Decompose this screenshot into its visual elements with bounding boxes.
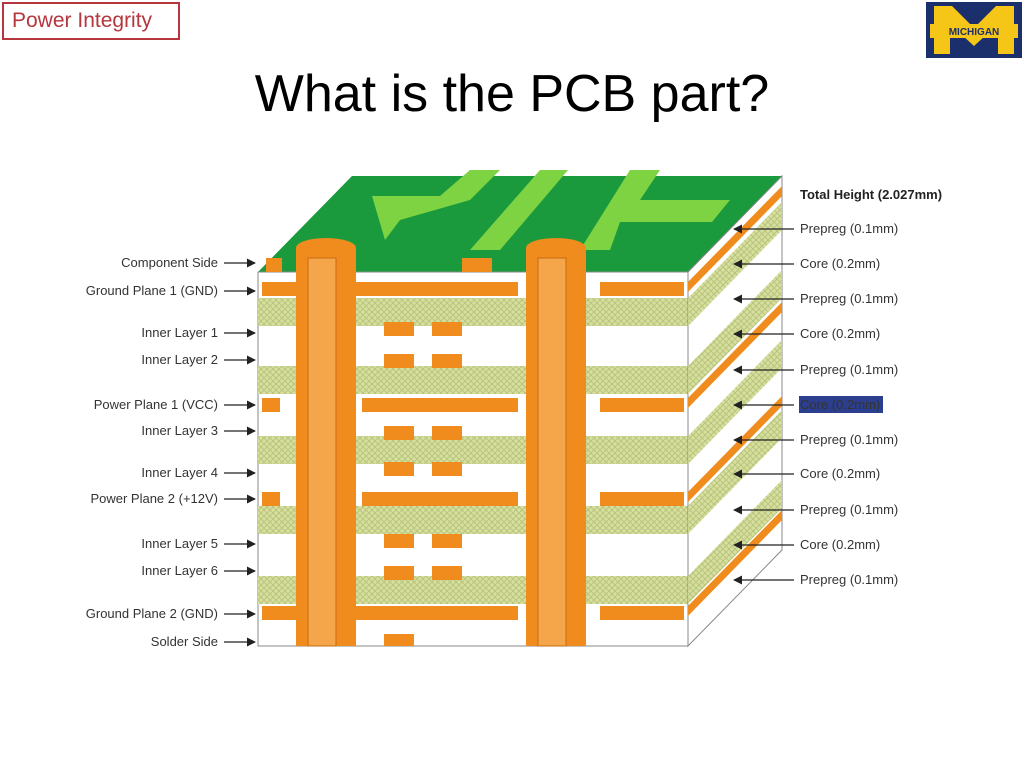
right-label: Prepreg (0.1mm) — [800, 291, 898, 306]
left-label: Ground Plane 1 (GND) — [86, 283, 218, 298]
left-arrows — [224, 258, 256, 647]
right-label: Prepreg (0.1mm) — [800, 221, 898, 236]
left-labels: Component Side Ground Plane 1 (GND) Inne… — [86, 255, 218, 649]
right-label: Prepreg (0.1mm) — [800, 432, 898, 447]
right-label-highlighted: Core (0.2mm) — [800, 397, 880, 412]
left-label: Component Side — [121, 255, 218, 270]
left-label: Inner Layer 2 — [141, 352, 218, 367]
left-label: Inner Layer 1 — [141, 325, 218, 340]
left-label: Inner Layer 4 — [141, 465, 218, 480]
top-trace-1 — [372, 170, 500, 240]
michigan-logo: MICHIGAN — [926, 2, 1022, 58]
right-label: Core (0.2mm) — [800, 466, 880, 481]
left-label: Inner Layer 6 — [141, 563, 218, 578]
top-trace-3 — [580, 170, 730, 250]
total-height-label: Total Height (2.027mm) — [800, 187, 942, 202]
right-label: Prepreg (0.1mm) — [800, 502, 898, 517]
page-title: What is the PCB part? — [254, 65, 770, 123]
highlight-box — [799, 396, 883, 413]
via-right — [526, 238, 586, 647]
via-left — [296, 238, 356, 647]
left-label: Inner Layer 3 — [141, 423, 218, 438]
right-label: Core (0.2mm) — [800, 256, 880, 271]
left-label: Power Plane 2 (+12V) — [90, 491, 218, 506]
right-label: Prepreg (0.1mm) — [800, 362, 898, 377]
left-label: Solder Side — [151, 634, 218, 649]
left-label: Ground Plane 2 (GND) — [86, 606, 218, 621]
right-labels: Prepreg (0.1mm) Core (0.2mm) Prepreg (0.… — [800, 221, 898, 587]
copper-planes — [262, 258, 684, 646]
logo-text: MICHIGAN — [949, 27, 1000, 38]
section-tag: Power Integrity — [2, 2, 180, 40]
right-arrows — [733, 224, 794, 585]
right-label: Prepreg (0.1mm) — [800, 572, 898, 587]
left-label: Inner Layer 5 — [141, 536, 218, 551]
top-trace-2 — [470, 170, 568, 250]
right-label: Core (0.2mm) — [800, 326, 880, 341]
right-label: Core (0.2mm) — [800, 537, 880, 552]
left-label: Power Plane 1 (VCC) — [94, 397, 218, 412]
